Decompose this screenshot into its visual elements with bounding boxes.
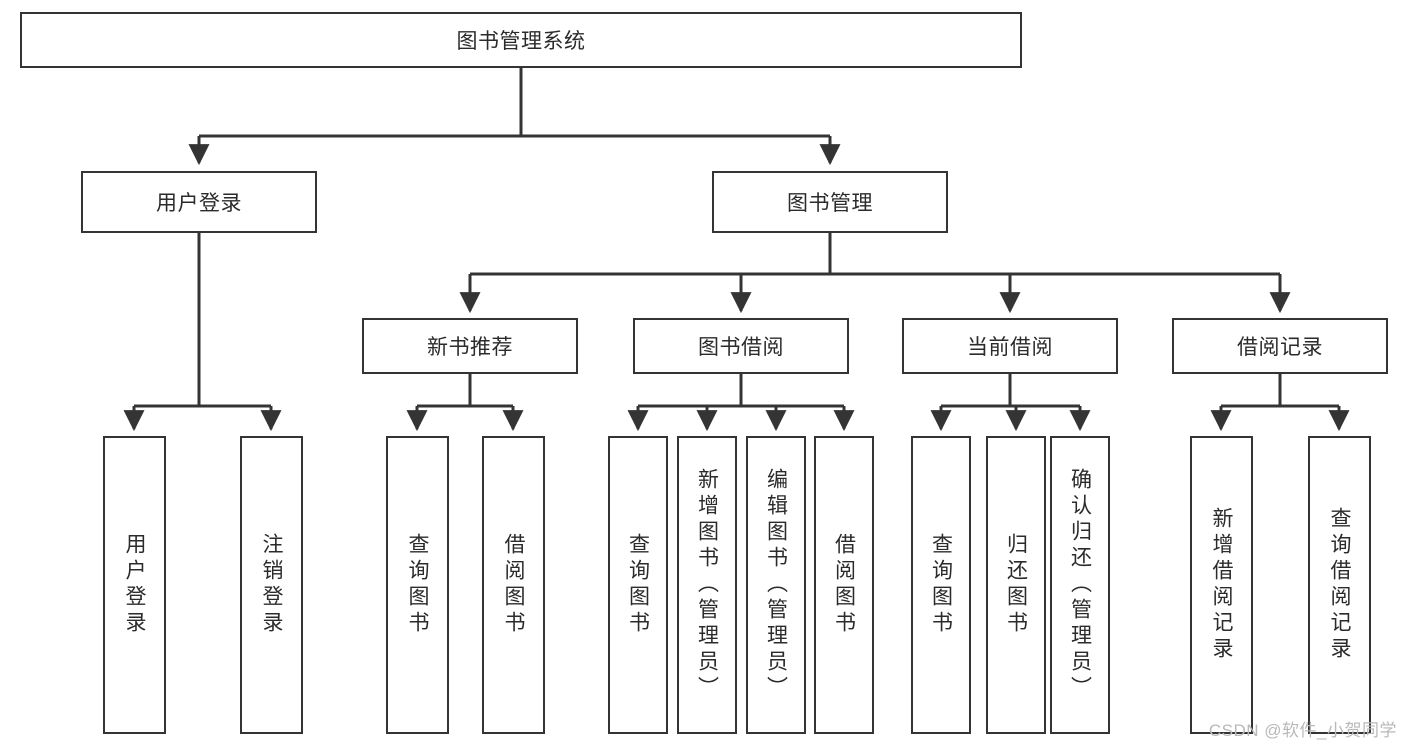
node-leaf-return-book[interactable]: 归还图书 [986, 436, 1046, 734]
node-leaf-user-login-label: 用户登录 [123, 533, 146, 637]
node-leaf-query-book-3-label: 查询图书 [929, 533, 953, 637]
node-leaf-query-borrow-record[interactable]: 查询借阅记录 [1308, 436, 1371, 734]
node-root-label: 图书管理系统 [456, 30, 586, 53]
node-leaf-add-borrow-record[interactable]: 新增借阅记录 [1190, 436, 1253, 734]
node-leaf-query-book-1[interactable]: 查询图书 [386, 436, 449, 734]
node-leaf-query-borrow-record-label: 查询借阅记录 [1328, 507, 1351, 663]
node-leaf-query-book-1-label: 查询图书 [406, 533, 429, 637]
node-book-borrow[interactable]: 图书借阅 [633, 318, 849, 374]
node-leaf-borrow-book-2[interactable]: 借阅图书 [814, 436, 874, 734]
node-leaf-borrow-book-1[interactable]: 借阅图书 [482, 436, 545, 734]
node-new-book-recommend-label: 新书推荐 [427, 336, 513, 359]
node-leaf-edit-book-label: 编辑图书（管理员） [764, 468, 788, 702]
node-user-login[interactable]: 用户登录 [81, 171, 317, 233]
node-leaf-add-borrow-record-label: 新增借阅记录 [1210, 507, 1233, 663]
node-borrow-record[interactable]: 借阅记录 [1172, 318, 1388, 374]
node-root[interactable]: 图书管理系统 [20, 12, 1022, 68]
node-leaf-confirm-return-label: 确认归还（管理员） [1068, 468, 1092, 702]
node-book-manage[interactable]: 图书管理 [712, 171, 948, 233]
node-current-borrow-label: 当前借阅 [967, 336, 1053, 359]
node-leaf-logout-label: 注销登录 [260, 533, 283, 637]
node-leaf-borrow-book-2-label: 借阅图书 [832, 533, 856, 637]
node-leaf-borrow-book-1-label: 借阅图书 [502, 533, 525, 637]
node-user-login-label: 用户登录 [156, 192, 242, 215]
node-leaf-logout[interactable]: 注销登录 [240, 436, 303, 734]
node-leaf-add-book[interactable]: 新增图书（管理员） [677, 436, 737, 734]
node-leaf-user-login[interactable]: 用户登录 [103, 436, 166, 734]
node-new-book-recommend[interactable]: 新书推荐 [362, 318, 578, 374]
node-leaf-add-book-label: 新增图书（管理员） [695, 468, 719, 702]
csdn-watermark: CSDN @软件_小贺同学 [1208, 721, 1397, 740]
node-borrow-record-label: 借阅记录 [1237, 336, 1323, 359]
node-leaf-confirm-return[interactable]: 确认归还（管理员） [1050, 436, 1110, 734]
node-leaf-edit-book[interactable]: 编辑图书（管理员） [746, 436, 806, 734]
node-current-borrow[interactable]: 当前借阅 [902, 318, 1118, 374]
node-book-manage-label: 图书管理 [787, 192, 873, 215]
node-book-borrow-label: 图书借阅 [698, 336, 784, 359]
node-leaf-return-book-label: 归还图书 [1004, 533, 1028, 637]
node-leaf-query-book-2[interactable]: 查询图书 [608, 436, 668, 734]
node-leaf-query-book-3[interactable]: 查询图书 [911, 436, 971, 734]
node-leaf-query-book-2-label: 查询图书 [626, 533, 650, 637]
